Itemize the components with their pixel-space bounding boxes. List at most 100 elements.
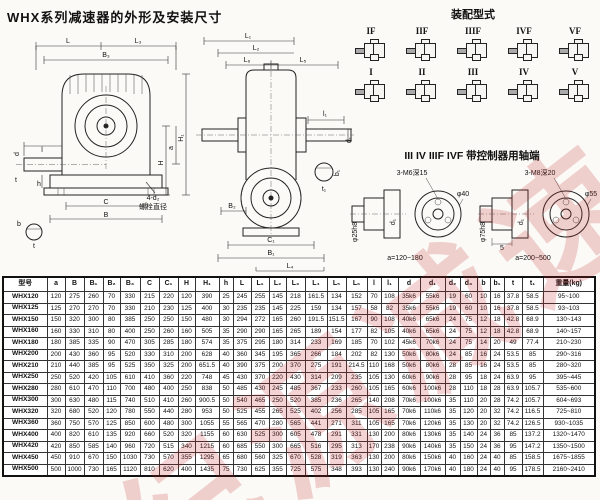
table-cell: 311 <box>345 417 368 430</box>
dimension-label: φ75h8 <box>480 222 487 242</box>
column-header: 型号 <box>2 276 48 292</box>
table-cell: 130k6 <box>419 429 446 442</box>
table-cell: 550 <box>139 406 160 419</box>
table-cell: 400 <box>194 302 220 315</box>
table-cell: 515 <box>158 440 179 453</box>
table-cell: 420 <box>83 371 104 384</box>
table-cell: 152 <box>345 291 368 304</box>
gearbox-icon <box>559 39 591 61</box>
dimension-label: φ40 <box>457 191 469 198</box>
table-cell: 10 <box>476 291 491 304</box>
table-cell: 574 <box>194 337 220 350</box>
table-cell: 35 <box>218 337 234 350</box>
column-header: B <box>64 276 85 292</box>
table-cell: 102 <box>380 337 399 350</box>
table-cell: 280 <box>268 417 287 430</box>
table-cell: 60k6 <box>397 383 421 396</box>
column-header: d₁ <box>419 276 446 292</box>
column-header: t₁ <box>521 276 544 292</box>
gearbox-icon <box>406 39 438 61</box>
table-cell: 75 <box>218 463 234 477</box>
dimension-label: H <box>158 160 165 165</box>
table-cell: 24 <box>444 348 461 361</box>
table-cell: 838 <box>194 383 220 396</box>
assembly-type: IIF <box>399 26 445 61</box>
table-cell: 160 <box>459 452 478 465</box>
table-cell: 10 <box>476 302 491 315</box>
dimension-label: t <box>33 243 35 250</box>
table-cell: 651.5 <box>194 360 220 373</box>
table-cell: 280 <box>46 383 66 396</box>
assembly-type: I <box>348 67 394 102</box>
table-cell: 185 <box>345 337 368 350</box>
table-cell: 610 <box>83 429 104 442</box>
table-cell: 725~810 <box>542 406 596 419</box>
assembly-type: IV <box>501 67 547 102</box>
column-header: l₁ <box>380 276 399 292</box>
table-cell: 375 <box>250 360 270 373</box>
table-cell: 370 <box>285 360 306 373</box>
table-cell: 160 <box>46 325 66 338</box>
table-cell: 670 <box>285 452 306 465</box>
dimension-label: L₄ <box>287 263 294 270</box>
dimension-label: L <box>66 38 70 45</box>
model-cell: WHX360 <box>2 417 48 430</box>
table-cell: 65 <box>218 452 234 465</box>
table-cell: 60 <box>218 429 234 442</box>
table-cell: 125 <box>177 302 196 315</box>
table-cell: 105 <box>102 371 121 384</box>
table-cell: 570 <box>158 452 179 465</box>
table-cell: 70k6 <box>419 337 446 350</box>
assembly-type-label: VF <box>569 26 581 36</box>
table-cell: 430 <box>250 383 270 396</box>
table-cell: 24 <box>444 314 461 327</box>
dimension-label: d₁ <box>346 136 353 143</box>
dimension-label: H₁ <box>178 134 185 142</box>
table-cell: 565 <box>232 417 252 430</box>
table-cell: 235 <box>345 371 368 384</box>
assembly-type: IIIF <box>450 26 496 61</box>
table-cell: 145 <box>268 291 287 304</box>
dimension-label: d₁ <box>390 218 397 225</box>
table-cell: 80 <box>102 314 121 327</box>
table-cell: 920 <box>119 429 141 442</box>
table-cell: 1120 <box>119 463 141 477</box>
gearbox-icon <box>508 80 540 102</box>
assembly-type-label: IV <box>518 67 529 77</box>
table-cell: 70 <box>102 291 121 304</box>
column-header: C₁ <box>158 276 179 292</box>
table-cell: 180 <box>177 337 196 350</box>
table-cell: 335 <box>83 337 104 350</box>
table-cell: 180 <box>46 337 66 350</box>
table-cell: 70 <box>366 291 382 304</box>
table-cell: 275 <box>64 291 85 304</box>
table-cell: 348 <box>326 463 347 477</box>
model-cell: WHX450 <box>2 452 48 465</box>
table-cell: 74.2 <box>503 417 523 430</box>
table-cell: 370 <box>250 371 270 384</box>
model-cell: WHX160 <box>2 325 48 338</box>
table-cell: 430 <box>64 348 85 361</box>
table-cell: 360 <box>232 348 252 361</box>
dimension-label: L₅ <box>300 57 307 64</box>
table-cell: 105 <box>380 325 399 338</box>
table-cell: 290 <box>250 325 270 338</box>
model-cell: WHX150 <box>2 314 48 327</box>
table-cell: 628 <box>194 348 220 361</box>
table-cell: 58 <box>366 302 382 315</box>
table-cell: 440 <box>158 406 179 419</box>
table-cell: 610 <box>64 383 85 396</box>
table-cell: 40 <box>444 463 461 477</box>
table-cell: 151.5 <box>326 314 347 327</box>
table-cell: 236 <box>326 394 347 407</box>
table-cell: 300 <box>177 417 196 430</box>
table-cell: 30 <box>218 302 234 315</box>
column-header: h <box>218 276 234 292</box>
table-cell: 365 <box>285 348 306 361</box>
table-cell: 245 <box>232 291 252 304</box>
table-cell: 620 <box>158 463 179 477</box>
dimension-label: 3-M6深15 <box>397 168 428 177</box>
